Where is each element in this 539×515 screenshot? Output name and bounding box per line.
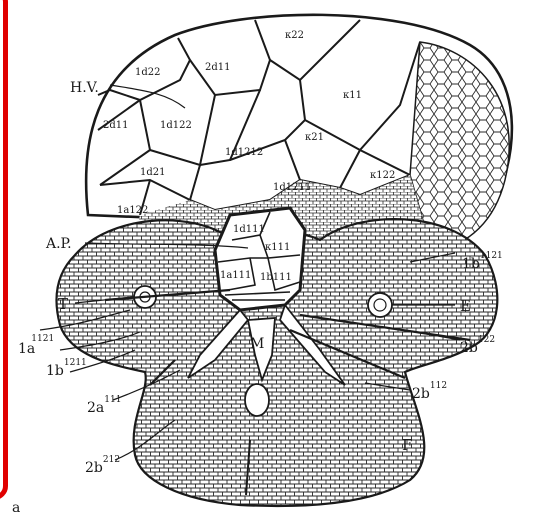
cell-label-b111: 1b111 [260,272,292,283]
label-f: F [402,436,412,454]
label-e: E [460,297,471,315]
cell-label-d122: 1d122 [160,120,192,131]
label-2b112: 2b112 [412,381,447,402]
label-2a111: 2a111 [87,395,121,416]
yolk-drop [245,384,269,416]
cell-label-d21: 1d21 [140,167,166,178]
cell-label-d11b: 2d11 [103,120,129,131]
cell-label-a111: 1a111 [220,270,251,281]
teloblast-right [368,293,392,317]
cell-label-d1211: 1d1211 [273,182,311,193]
cell-label-k21: κ21 [305,132,324,143]
cell-label-a122: 1a122 [117,205,148,216]
label-1a1121: 1a1121 [18,334,54,357]
cell-label-d11: 2d11 [205,62,231,73]
label-2b212: 2b212 [85,455,120,476]
footer-mark: a [12,500,20,515]
cell-label-d22: 1d22 [135,67,161,78]
cell-label-k22: κ22 [285,30,304,41]
label-t: T [58,295,68,313]
cell-label-k11: κ11 [343,90,362,101]
label-hv: H.V. [70,80,99,96]
cell-label-k122: κ122 [370,170,395,181]
cell-label-d111: 1d111 [233,224,265,235]
label-ap: A.P. [45,236,72,252]
cell-label-d1212: 1d1212 [225,147,263,158]
cell-label-k111: κ111 [265,242,290,253]
label-m: M [250,336,264,352]
